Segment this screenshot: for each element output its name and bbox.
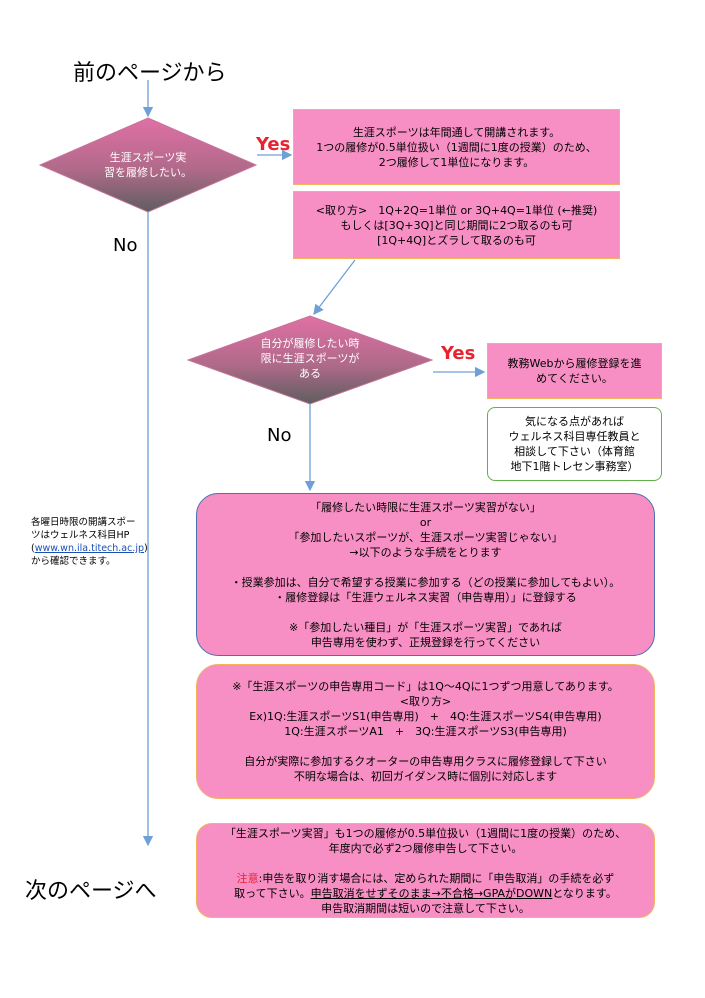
decision1-label: 生涯スポーツ実 習を履修したい。 [92,150,204,180]
spacer-line [424,856,428,871]
info-line: <取り方> [399,695,452,708]
declaration-codes-box: ※「生涯スポーツの申告専用コード」は1Q～4Qに1つずつ用意してあります。 <取… [196,664,655,799]
warning-underlined: 申告取消をせずそのまま→不合格→GPAがDOWN [310,886,553,900]
decision2-no-label: No [267,425,292,446]
info-line: <取り方> 1Q+2Q=1単位 or 3Q+4Q=1単位 (←推奨) [315,203,598,217]
info-line: 不明な場合は、初回ガイダンス時に個別に対応します [293,770,558,783]
info-line: →以下のような手続をとります [349,545,502,559]
info-line: 申告取消期間は短いので注意して下さい。 [321,901,530,915]
caution-label: 注意 [236,871,259,885]
wellness-hp-link[interactable]: www.wn.ila.titech.ac.jp [34,543,145,554]
side-note-line: 各曜日時限の開講スポー [31,517,136,528]
decision1-no-label: No [113,235,138,256]
spacer-line [424,605,428,620]
caution-line: 注意:申告を取り消す場合には、定められた期間に「申告取消」の手続を必ず [237,871,615,886]
info-line: 気になる点があれば [525,415,624,428]
final-caution-box: 「生涯スポーツ実習」も1つの履修が0.5単位扱い（1週間に1度の授業）のため、 … [196,823,655,918]
decision1-line: 習を履修したい。 [104,166,192,179]
info-line: 「参加したいスポーツが、生涯スポーツ実習じゃない」 [288,530,563,544]
info-line: 「履修したい時限に生涯スポーツ実習がない」 [310,500,541,514]
warning-line: 取って下さい。申告取消をせずそのまま→不合格→GPAがDOWNとなります。 [234,886,617,901]
info-line: 「生涯スポーツ実習」も1つの履修が0.5単位扱い（1週間に1度の授業）のため、 [224,826,627,840]
year-round-info-box: 生涯スポーツは年間通して開講されます。 1つの履修が0.5単位扱い（1週間に1度… [293,109,620,185]
info-line: 生涯スポーツは年間通して開講されます。 [352,125,561,139]
info-line: 相談して下さい（体育館 [514,445,635,458]
no-slot-procedure-box: 「履修したい時限に生涯スポーツ実習がない」 or 「参加したいスポーツが、生涯ス… [196,493,655,656]
side-note: 各曜日時限の開講スポー ツはウェルネス科目HP (www.wn.ila.tite… [31,516,151,568]
info-line: or [419,515,432,529]
info-line: 1つの履修が0.5単位扱い（1週間に1度の授業）のため、 [316,140,597,154]
end-heading: 次のページへ [25,879,157,904]
info-line: ・履修登録は「生涯ウェルネス実習（申告専用）」に登録する [274,590,577,604]
info-line: ・授業参加は、自分で希望する授業に参加する（どの授業に参加してもよい）。 [230,575,621,589]
info-line: Ex)1Q:生涯スポーツS1(申告専用) + 4Q:生涯スポーツS4(申告専用) [249,710,602,723]
info-line: 地下1階トレセン事務室） [510,460,639,473]
info-line: もしくは[3Q+3Q]と同じ期間に2つ取るのも可 [340,218,573,232]
decision2-line: 限に生涯スポーツが [260,352,360,365]
info-line: 1Q:生涯スポーツA1 + 3Q:生涯スポーツS3(申告専用) [284,725,567,738]
decision2-line: ある [299,367,321,380]
info-line: めてください。 [536,372,613,385]
decision1-line: 生涯スポーツ実 [109,151,187,164]
info-line: 年度内で必ず2つ履修申告して下さい。 [328,841,523,855]
info-line: ※「生涯スポーツの申告専用コード」は1Q～4Qに1つずつ用意してあります。 [232,680,619,693]
decision2-label: 自分が履修したい時 限に生涯スポーツが ある [240,336,380,381]
decision2-line: 自分が履修したい時 [260,337,360,350]
info-line: 申告専用を使わず、正規登録を行ってください [310,635,541,649]
info-line: 自分が実際に参加するクオーターの申告専用クラスに履修登録して下さい [244,755,607,768]
side-note-link-line: (www.wn.ila.titech.ac.jp) [31,542,151,555]
side-note-line: ツはウェルネス科目HP [31,530,130,541]
info-line: [1Q+4Q]とズラして取るのも可 [377,233,536,247]
paren: ) [144,543,148,554]
info-line: ※「参加したい種目」が「生涯スポーツ実習」であれば [289,620,562,634]
consult-box: 気になる点があれば ウェルネス科目専任教員と 相談して下さい（体育館 地下1階ト… [487,407,662,481]
spacer-line [424,739,428,754]
arrow-howto-to-decision2 [313,259,356,316]
paren: ( [31,543,35,554]
info-line: ウェルネス科目専任教員と [508,430,641,443]
info-line: 教務Webから履修登録を進 [507,357,642,370]
caution-text: :申告を取り消す場合には、定められた期間に「申告取消」の手続を必ず [258,871,615,885]
warning-head: 取って下さい。 [234,886,311,900]
decision1-yes-label: Yes [256,134,291,155]
info-line: 2つ履修して1単位になります。 [378,155,535,169]
how-to-take-box: <取り方> 1Q+2Q=1単位 or 3Q+4Q=1単位 (←推奨) もしくは[… [293,191,620,259]
start-heading: 前のページから [73,61,227,86]
spacer-line [424,560,428,575]
warning-tail: となります。 [552,886,617,900]
decision2-yes-label: Yes [441,343,476,364]
side-note-line: から確認できます。 [31,556,116,567]
register-web-box: 教務Webから履修登録を進 めてください。 [487,343,662,399]
